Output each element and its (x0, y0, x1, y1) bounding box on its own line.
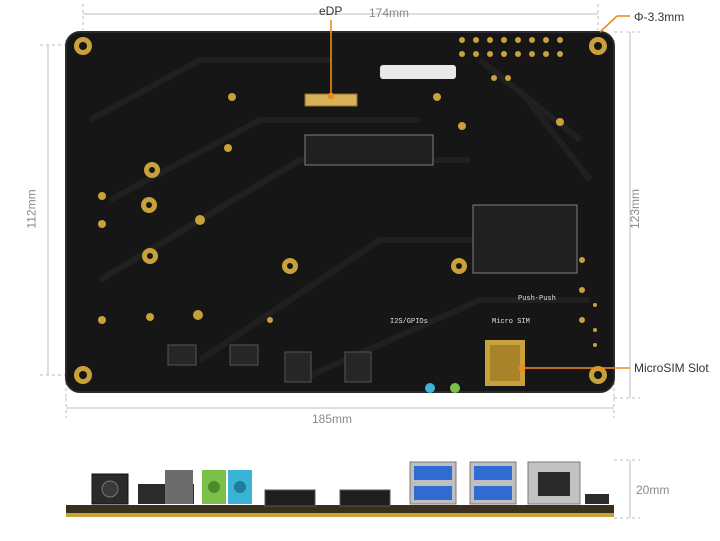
header-pins (459, 37, 597, 347)
mounting-holes (74, 37, 607, 384)
callout-lines (327, 15, 630, 372)
height-123-label: 123mm (628, 188, 643, 230)
silk-i2s-gpio: I2S/GPIOs (390, 318, 428, 326)
silkscreen-text: I2S/GPIOs Micro SIM Push-Push (390, 295, 556, 326)
microsim-slot-label: MicroSIM Slot (634, 361, 709, 375)
silk-push-push: Push-Push (518, 295, 556, 303)
usb-stack-1 (409, 461, 457, 505)
width-185-label: 185mm (312, 412, 353, 426)
height-20-label: 20mm (636, 483, 670, 497)
pcb-bottom-view (65, 31, 615, 393)
silk-micro-sim: Micro SIM (492, 318, 530, 326)
pcb-side-view (66, 461, 614, 517)
height-112-label: 112mm (24, 189, 39, 229)
edp-label: eDP (319, 4, 343, 18)
width-174-label: 174mm (369, 6, 410, 20)
hole-diameter-label: Φ-3.3mm (634, 10, 685, 24)
usb-stack-2 (469, 461, 517, 505)
